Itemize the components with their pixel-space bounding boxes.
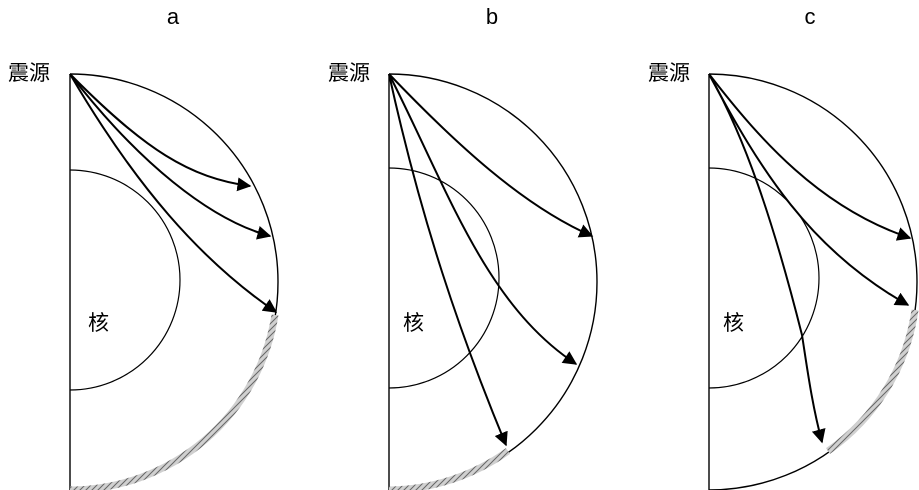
core-boundary-c	[708, 167, 820, 389]
source-label-a: 震源	[8, 61, 50, 85]
shadow-zone-b	[388, 448, 511, 490]
ray-a-1	[69, 73, 252, 192]
ray-b-1	[388, 73, 594, 238]
core-boundary-a	[69, 169, 181, 391]
panel-b-label: b	[486, 4, 498, 29]
ray-c-3	[708, 73, 826, 444]
ray-a-3	[69, 73, 278, 313]
source-label-b: 震源	[328, 61, 370, 85]
panel-b: b 震源 核	[328, 4, 598, 490]
ray-c-1	[708, 73, 912, 241]
panel-c: c 震源 核	[648, 4, 919, 490]
panel-a-label: a	[167, 4, 180, 29]
ray-a-2	[69, 73, 272, 240]
source-label-c: 震源	[648, 61, 690, 85]
earth-outline-c	[708, 73, 918, 490]
earth-outline-a	[69, 73, 279, 490]
ray-b-2	[388, 73, 578, 365]
ray-b-3	[388, 73, 508, 447]
ray-c-2	[708, 73, 910, 306]
panel-a: a 震源 核	[8, 4, 279, 490]
core-label-b: 核	[403, 311, 424, 335]
core-label-c: 核	[723, 311, 744, 335]
shadow-zone-c	[825, 309, 919, 454]
shadow-zone-a	[69, 314, 279, 490]
panel-c-label: c	[805, 4, 816, 29]
core-label-a: 核	[88, 311, 109, 335]
